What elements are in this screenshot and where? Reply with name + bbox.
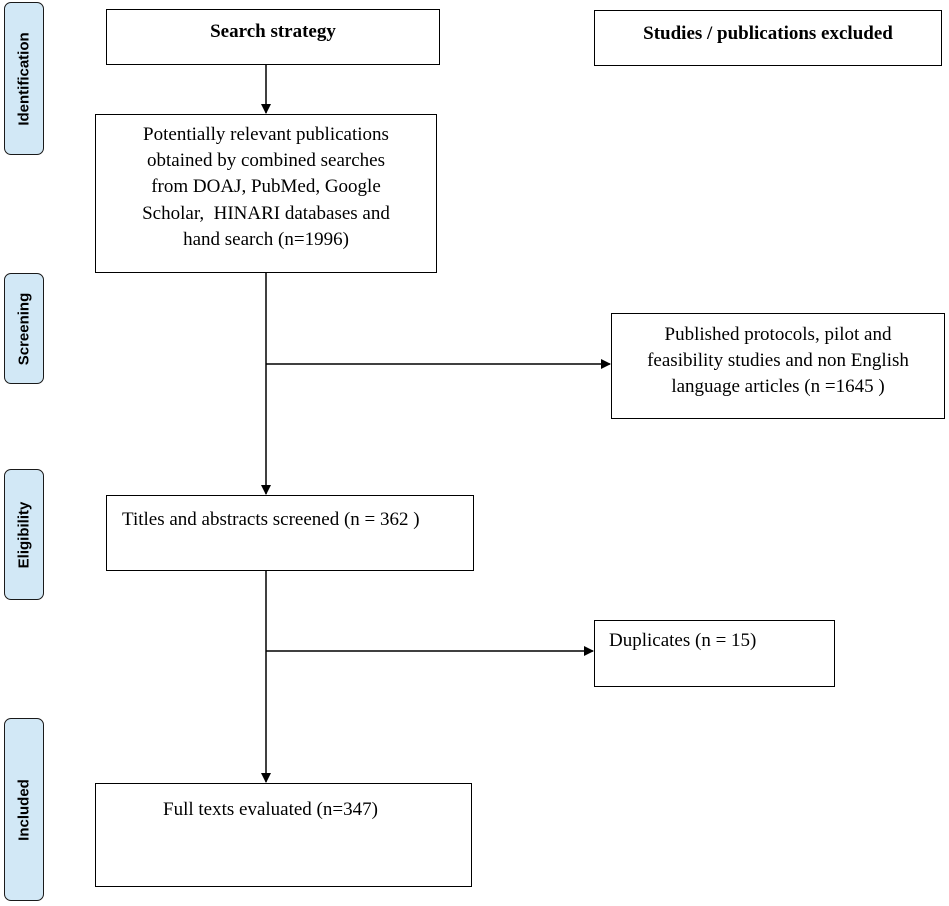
potentially-relevant-line-4: Scholar, HINARI databases and: [142, 202, 390, 224]
published-protocols-line-2: feasibility studies and non English: [647, 350, 909, 372]
excluded-header-text: Studies / publications excluded: [643, 23, 893, 44]
potentially-relevant-line-5: hand search (n=1996): [183, 228, 349, 250]
search-strategy-text: Search strategy: [210, 21, 336, 42]
titles-abstracts-text: Titles and abstracts screened (n = 362 ): [122, 509, 420, 530]
potentially-relevant-line-1: Potentially relevant publications: [143, 124, 389, 145]
stage-included: Included: [4, 718, 44, 901]
full-texts-text: Full texts evaluated (n=347): [163, 799, 378, 820]
potentially-relevant-box: Potentially relevant publications obtain…: [95, 114, 437, 273]
stage-screening: Screening: [4, 273, 44, 384]
stage-identification: Identification: [4, 2, 44, 155]
stage-eligibility: Eligibility: [4, 469, 44, 600]
published-protocols-line-3: language articles (n =1645 ): [671, 376, 885, 398]
published-protocols-box: Published protocols, pilot and feasibili…: [611, 313, 945, 419]
full-texts-box: Full texts evaluated (n=347): [95, 783, 472, 887]
duplicates-box: Duplicates (n = 15): [594, 620, 835, 687]
potentially-relevant-line-2: obtained by combined searches: [147, 150, 385, 172]
published-protocols-line-1: Published protocols, pilot and: [664, 324, 892, 345]
titles-abstracts-box: Titles and abstracts screened (n = 362 ): [106, 495, 474, 571]
excluded-header-box: Studies / publications excluded: [594, 10, 942, 66]
duplicates-text: Duplicates (n = 15): [609, 630, 757, 651]
potentially-relevant-line-3: from DOAJ, PubMed, Google: [151, 176, 381, 198]
search-strategy-box: Search strategy: [106, 9, 440, 65]
